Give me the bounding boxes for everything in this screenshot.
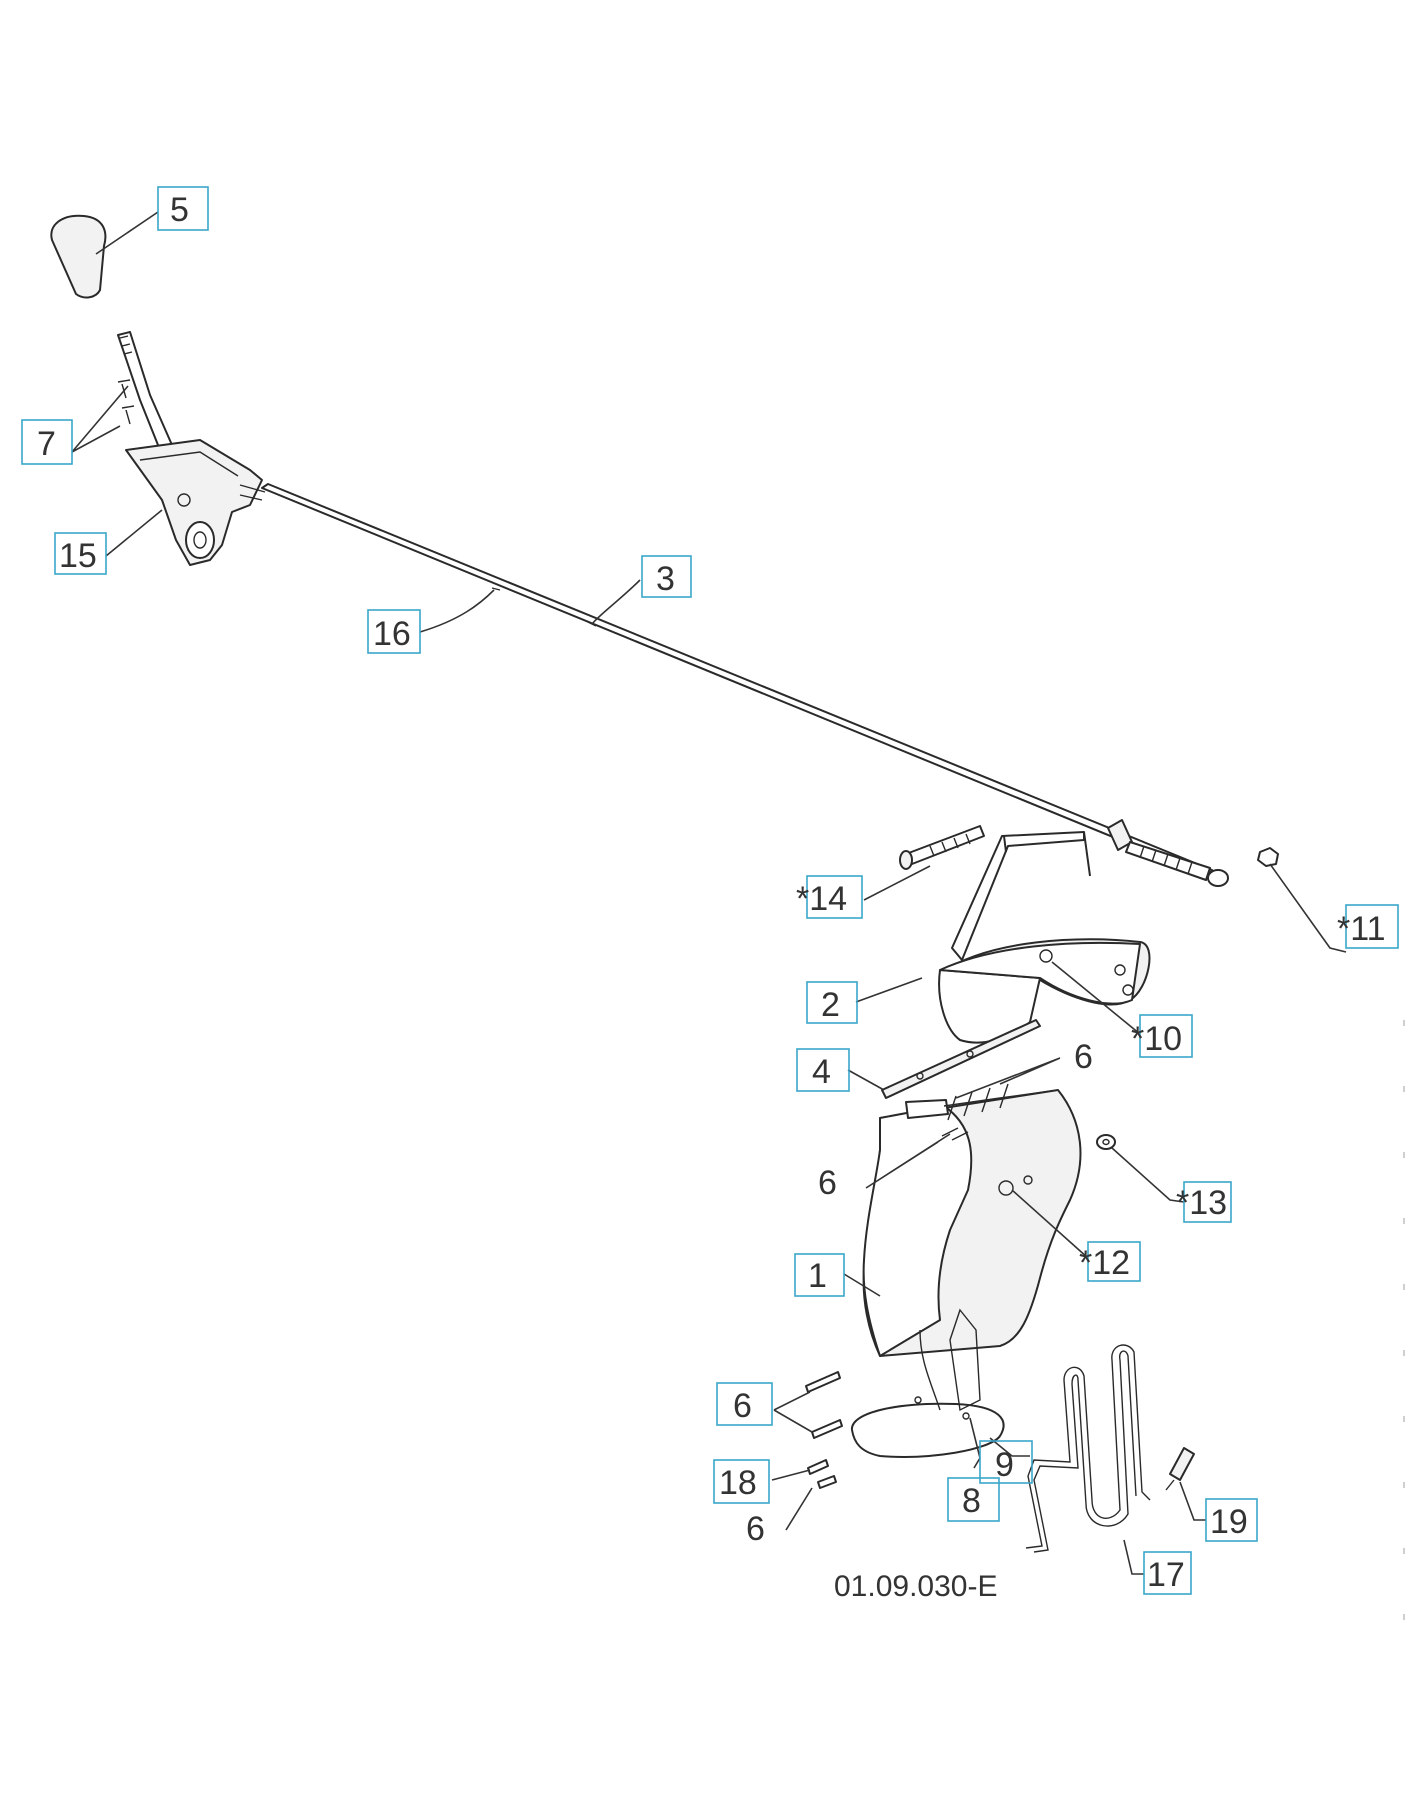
callout-label: 6	[818, 1164, 837, 1202]
callout-label: *12	[1079, 1244, 1130, 1282]
callout-11: *11	[1337, 904, 1399, 949]
callout-6-top: 6	[1074, 1038, 1093, 1076]
lever-rod-part	[117, 331, 173, 451]
callout-label: 9	[995, 1446, 1014, 1484]
callout-19: 19	[1205, 1498, 1258, 1542]
callout-label: 3	[656, 560, 675, 598]
top-screws-part	[941, 1083, 1009, 1141]
callout-label: 8	[962, 1482, 981, 1520]
callout-2: 2	[806, 981, 858, 1024]
drawing-code: 01.09.030-E	[834, 1570, 997, 1603]
callout-label: 5	[170, 191, 189, 229]
callout-8: 8	[947, 1477, 1000, 1522]
leader-lines	[71, 211, 1347, 1575]
lower-bolts-part	[805, 1371, 843, 1489]
washer-part	[1096, 1134, 1116, 1150]
callout-label: 6	[746, 1510, 765, 1548]
callout-label: *13	[1176, 1184, 1227, 1222]
callout-label: *10	[1131, 1020, 1182, 1058]
callout-15: 15	[54, 532, 107, 575]
callout-1: 1	[794, 1253, 845, 1297]
callout-14: *14	[796, 875, 863, 919]
spring-bar-part	[881, 1019, 1041, 1099]
callout-7: 7	[21, 419, 73, 465]
callout-label: 1	[808, 1257, 827, 1295]
callout-12: *12	[1079, 1241, 1141, 1282]
callout-6-box: 6	[716, 1382, 773, 1426]
callout-label: 18	[719, 1464, 757, 1502]
callout-label: 17	[1147, 1556, 1185, 1594]
callout-label: 6	[733, 1387, 752, 1425]
callout-18: 18	[713, 1459, 770, 1504]
callout-6-left: 6	[818, 1164, 837, 1202]
callout-6-bottom: 6	[746, 1510, 765, 1548]
callout-16: 16	[367, 609, 421, 654]
callout-label: *11	[1337, 910, 1386, 948]
callout-13: *13	[1176, 1181, 1232, 1223]
deflector-part	[938, 831, 1151, 1044]
callout-10: *10	[1131, 1014, 1193, 1058]
callout-17: 17	[1143, 1551, 1192, 1595]
callout-4: 4	[796, 1048, 850, 1092]
callout-label: *14	[796, 880, 847, 918]
callout-label: 6	[1074, 1038, 1093, 1076]
nut-part	[1257, 847, 1279, 867]
cable-part	[261, 483, 1213, 877]
cable-adjuster-part	[1107, 819, 1229, 887]
callout-label: 4	[812, 1053, 831, 1091]
lever-bracket-part	[125, 439, 266, 566]
screws-part	[117, 379, 135, 425]
callout-label: 7	[37, 425, 56, 463]
bolt-part	[899, 825, 985, 870]
callout-9: 9	[979, 1440, 1033, 1484]
callout-label: 2	[821, 986, 840, 1024]
callout-label: 16	[373, 615, 411, 653]
crank-rod-part	[1025, 1344, 1151, 1553]
callout-label: 19	[1210, 1503, 1248, 1541]
callout-3: 3	[641, 555, 692, 598]
knob-part	[50, 214, 107, 299]
grip-part	[1165, 1447, 1195, 1491]
callout-5: 5	[157, 186, 209, 231]
callout-label: 15	[59, 537, 97, 575]
chute-part	[850, 1089, 1082, 1458]
